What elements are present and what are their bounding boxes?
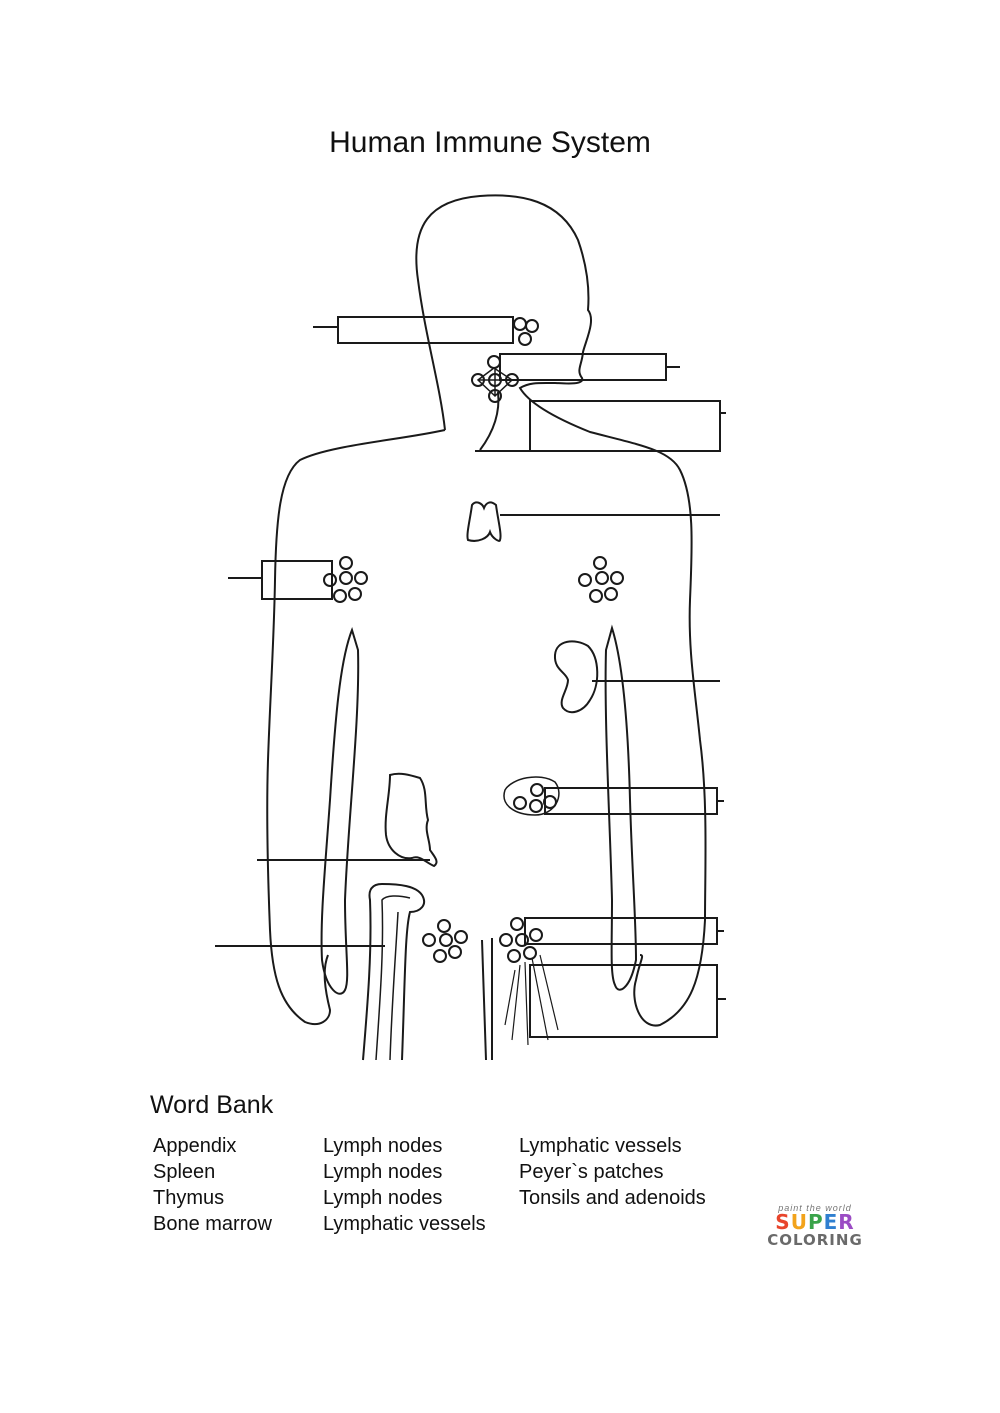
spleen bbox=[553, 640, 599, 714]
super-coloring-logo: paint the world SUPER COLORING bbox=[760, 1203, 870, 1249]
word-bank-item: Lymph nodes bbox=[323, 1187, 443, 1209]
appendix bbox=[384, 772, 438, 868]
lymph-nodes-right-armpit bbox=[578, 556, 624, 603]
word-bank-item: Tonsils and adenoids bbox=[519, 1187, 706, 1209]
word-bank-item: Spleen bbox=[153, 1161, 216, 1183]
body-diagram bbox=[215, 194, 726, 1061]
word-bank-column-1: Appendix Spleen Thymus Bone marrow bbox=[153, 1133, 272, 1237]
lymph-nodes-pelvis bbox=[422, 919, 468, 963]
word-bank-item: Lymph nodes bbox=[323, 1135, 443, 1157]
lymph-nodes-left-armpit bbox=[323, 556, 368, 603]
word-bank-item: Peyer`s patches bbox=[519, 1161, 664, 1183]
word-bank-item: Lymphatic vessels bbox=[323, 1213, 486, 1235]
logo-tagline: paint the world bbox=[778, 1203, 852, 1213]
body-outline-left bbox=[266, 429, 446, 1026]
peyers-patches bbox=[503, 776, 560, 816]
right-inner-arm bbox=[604, 624, 638, 991]
word-bank-column-2: Lymph nodes Lymph nodes Lymph nodes Lymp… bbox=[323, 1133, 486, 1237]
logo-word-coloring: COLORING bbox=[767, 1231, 863, 1249]
word-bank-item: Bone marrow bbox=[153, 1213, 272, 1235]
word-bank-heading: Word Bank bbox=[150, 1091, 274, 1119]
body-outline bbox=[415, 194, 707, 1027]
lymph-nodes-upper bbox=[513, 317, 539, 346]
word-bank-item: Lymph nodes bbox=[323, 1161, 443, 1183]
logo-word-super: SUPER bbox=[775, 1210, 855, 1234]
bone-marrow-femur bbox=[362, 882, 426, 1061]
word-bank-item: Lymphatic vessels bbox=[519, 1135, 682, 1157]
lymphatic-vessel-left bbox=[481, 938, 493, 1061]
word-bank-item: Appendix bbox=[153, 1135, 237, 1157]
word-bank-item: Thymus bbox=[153, 1187, 225, 1209]
label-leaders bbox=[215, 316, 726, 1038]
bone-marrow-inner bbox=[375, 895, 411, 1061]
lymph-nodes-groin bbox=[499, 917, 559, 1046]
thymus bbox=[466, 501, 502, 542]
page-title: Human Immune System bbox=[329, 126, 651, 159]
word-bank-column-3: Lymphatic vessels Peyer`s patches Tonsil… bbox=[519, 1133, 706, 1211]
left-inner-arm bbox=[320, 626, 360, 995]
neck-left-line bbox=[479, 391, 500, 451]
